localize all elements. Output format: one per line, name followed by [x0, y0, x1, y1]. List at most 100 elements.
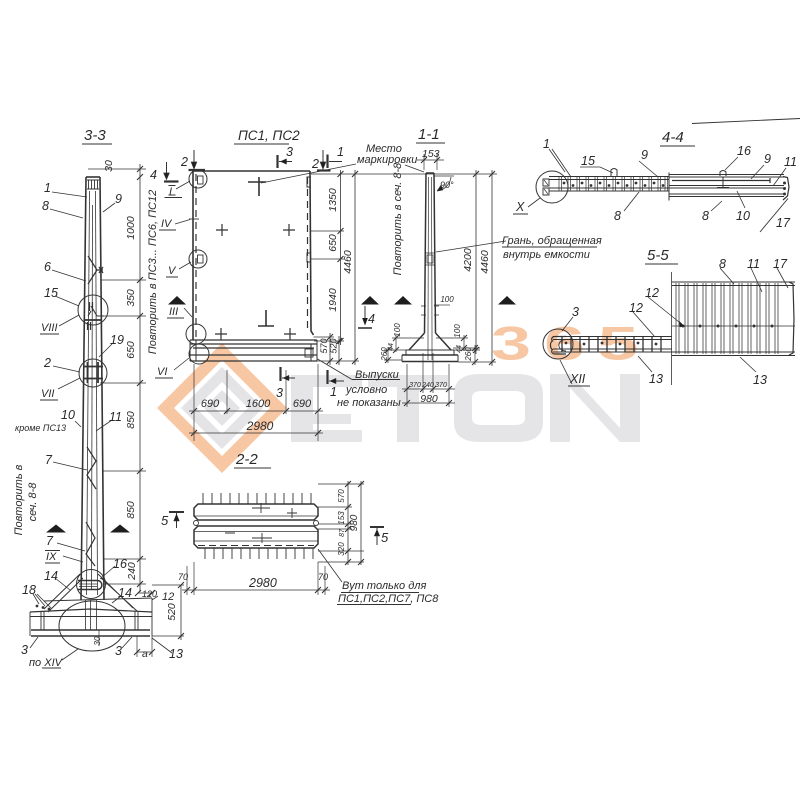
svg-text:внутрь емкости: внутрь емкости	[503, 249, 590, 261]
svg-text:9: 9	[115, 192, 122, 206]
svg-text:350: 350	[125, 289, 137, 307]
svg-text:3: 3	[286, 145, 293, 159]
svg-text:по XIV: по XIV	[29, 657, 64, 669]
svg-text:70: 70	[318, 572, 328, 582]
svg-text:240: 240	[421, 382, 434, 389]
svg-text:1: 1	[543, 137, 550, 151]
svg-text:1940: 1940	[327, 288, 339, 312]
svg-text:260: 260	[464, 347, 473, 362]
svg-text:650: 650	[125, 341, 137, 359]
svg-text:7: 7	[45, 453, 53, 467]
svg-text:4460: 4460	[479, 250, 491, 274]
svg-text:1600: 1600	[246, 398, 271, 410]
svg-text:4460: 4460	[342, 250, 354, 274]
svg-text:V: V	[168, 265, 177, 277]
svg-text:370: 370	[435, 382, 447, 389]
svg-text:120: 120	[142, 589, 157, 599]
svg-text:5-5: 5-5	[647, 247, 669, 264]
svg-text:850: 850	[125, 501, 137, 519]
svg-text:2: 2	[180, 155, 188, 169]
svg-text:87: 87	[339, 528, 346, 537]
svg-text:10: 10	[61, 408, 75, 422]
svg-text:VI: VI	[157, 366, 167, 378]
svg-text:a: a	[142, 648, 148, 660]
svg-text:19: 19	[110, 333, 124, 347]
svg-text:Повторить в сеч. 8-8: Повторить в сеч. 8-8	[392, 162, 404, 275]
svg-text:I: I	[169, 186, 172, 198]
svg-text:3: 3	[276, 386, 283, 400]
svg-text:1: 1	[330, 385, 337, 399]
svg-text:сеч. 8-8: сеч. 8-8	[27, 482, 39, 522]
svg-text:кроме ПС13: кроме ПС13	[15, 423, 66, 433]
svg-text:4200: 4200	[462, 248, 474, 272]
svg-text:III: III	[169, 306, 178, 318]
svg-text:14: 14	[118, 586, 132, 600]
svg-text:не показаны: не показаны	[337, 397, 401, 409]
svg-text:980: 980	[420, 393, 438, 405]
svg-text:153: 153	[337, 511, 346, 525]
svg-text:240: 240	[126, 562, 138, 581]
svg-text:570: 570	[319, 338, 329, 353]
svg-text:X: X	[515, 200, 525, 214]
svg-text:16: 16	[737, 144, 751, 158]
svg-text:Повторить в ПС3... ПС6, ПС12: Повторить в ПС3... ПС6, ПС12	[147, 190, 159, 354]
svg-text:850: 850	[125, 411, 137, 429]
svg-text:12: 12	[645, 286, 659, 300]
svg-text:2: 2	[311, 157, 319, 171]
svg-text:11: 11	[784, 155, 797, 169]
svg-text:30: 30	[93, 636, 102, 645]
svg-text:1000: 1000	[125, 216, 137, 240]
svg-text:44: 44	[456, 345, 463, 353]
svg-text:2980: 2980	[246, 419, 274, 433]
svg-text:9: 9	[764, 152, 771, 166]
svg-text:17: 17	[773, 257, 788, 271]
svg-text:2980: 2980	[248, 576, 277, 590]
svg-text:13: 13	[169, 647, 183, 661]
svg-text:100: 100	[393, 323, 402, 337]
svg-text:6: 6	[544, 317, 585, 370]
svg-text:IX: IX	[46, 551, 57, 563]
svg-text:7: 7	[46, 534, 54, 548]
svg-text:260: 260	[380, 347, 389, 362]
svg-text:3: 3	[21, 643, 28, 657]
svg-text:11: 11	[109, 410, 122, 424]
svg-text:4: 4	[368, 312, 375, 326]
svg-text:5: 5	[161, 513, 169, 528]
svg-text:4-4: 4-4	[662, 129, 684, 146]
svg-text:100: 100	[440, 295, 454, 304]
svg-text:690: 690	[201, 398, 220, 410]
svg-text:18: 18	[22, 583, 36, 597]
svg-text:12: 12	[162, 591, 174, 603]
svg-text:IV: IV	[161, 218, 173, 230]
svg-text:100: 100	[453, 324, 462, 338]
svg-text:8: 8	[42, 199, 49, 213]
svg-text:520: 520	[166, 603, 178, 621]
svg-text:14: 14	[44, 569, 58, 583]
svg-text:650: 650	[327, 234, 339, 252]
svg-text:13: 13	[649, 372, 663, 386]
svg-text:1-1: 1-1	[418, 126, 440, 143]
svg-text:6: 6	[44, 260, 51, 274]
svg-text:570: 570	[337, 489, 346, 503]
svg-text:17: 17	[776, 216, 791, 230]
svg-text:5: 5	[598, 317, 639, 370]
svg-text:12: 12	[629, 301, 643, 315]
svg-text:690: 690	[293, 398, 312, 410]
svg-text:30: 30	[103, 160, 115, 172]
svg-text:XII: XII	[569, 372, 586, 386]
svg-text:11: 11	[747, 257, 760, 271]
svg-text:320: 320	[337, 542, 346, 556]
svg-text:153: 153	[422, 148, 440, 160]
svg-text:VIII: VIII	[41, 322, 58, 334]
svg-text:370: 370	[409, 382, 421, 389]
svg-text:8: 8	[702, 209, 709, 223]
svg-text:90°: 90°	[440, 180, 454, 190]
svg-text:3: 3	[115, 644, 122, 658]
svg-text:16: 16	[113, 557, 127, 571]
svg-text:15: 15	[44, 286, 58, 300]
svg-text:Вут только для: Вут только для	[342, 580, 426, 592]
svg-text:13: 13	[753, 373, 767, 387]
svg-text:3: 3	[491, 317, 531, 370]
svg-text:Место: Место	[366, 143, 402, 155]
svg-text:15: 15	[581, 154, 595, 168]
